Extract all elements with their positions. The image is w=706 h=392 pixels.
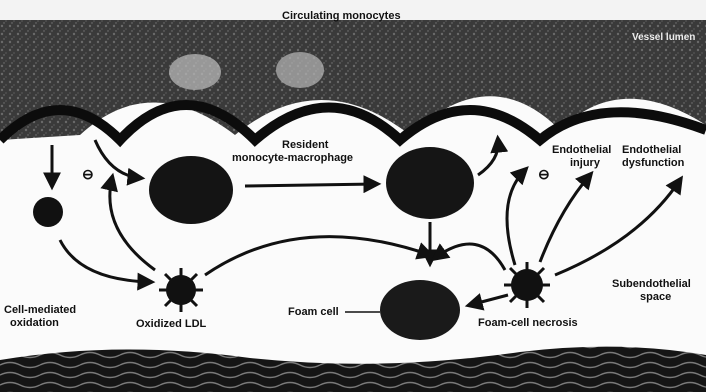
blocked-monocyte — [33, 197, 63, 227]
label-endothelial-dysfunction-line1: Endothelial — [622, 144, 681, 156]
circulating-monocyte-1 — [169, 54, 221, 90]
label-foam-cell: Foam cell — [288, 306, 339, 318]
arrow-resident-to-resident — [245, 184, 376, 186]
label-subendothelial-line1: Subendothelial — [612, 278, 691, 290]
label-endothelial-injury-line2: injury — [570, 157, 600, 169]
label-foam-cell-necrosis: Foam-cell necrosis — [478, 317, 578, 329]
foam-cell-necrosis-particle — [504, 262, 550, 308]
arrow-necrosis-to-injury — [540, 175, 590, 262]
label-cell-mediated-line2: oxidation — [10, 317, 59, 329]
arrow-oxldl-to-resident — [110, 178, 155, 270]
label-circulating-monocytes: Circulating monocytes — [282, 10, 401, 22]
arrow-lumen-to-resident — [95, 140, 140, 178]
arrow-resident-to-endothelium — [478, 140, 498, 175]
arrow-oxldl-to-foam — [205, 237, 430, 275]
label-endothelial-injury-line1: Endothelial — [552, 144, 611, 156]
label-vessel-lumen: Vessel lumen — [632, 32, 695, 44]
vessel-media — [0, 347, 706, 392]
label-resident-line2: monocyte-macrophage — [232, 152, 353, 164]
circulating-monocyte-2 — [276, 52, 324, 88]
label-oxidized-ldl: Oxidized LDL — [136, 318, 206, 330]
label-cell-mediated-line1: Cell-mediated — [4, 304, 76, 316]
arrow-monocyte-to-oxldl — [60, 240, 150, 282]
arrow-necrosis-to-foam — [435, 244, 505, 270]
label-subendothelial-line2: space — [640, 291, 671, 303]
oxidized-ldl-particle — [159, 268, 203, 312]
label-endothelial-dysfunction-line2: dysfunction — [622, 157, 684, 169]
foam-cell-shape — [380, 280, 460, 340]
minus-sign-right: ⊖ — [538, 168, 550, 180]
resident-monocyte-macrophage-left — [149, 156, 233, 224]
resident-monocyte-macrophage-right — [386, 147, 474, 219]
minus-sign-left: ⊖ — [82, 168, 94, 180]
arrow-necrosis-to-endothelium — [507, 170, 525, 265]
label-resident-line1: Resident — [282, 139, 328, 151]
vessel-lumen — [0, 14, 706, 140]
arrow-necrosis-to-foam-lower — [470, 295, 508, 305]
